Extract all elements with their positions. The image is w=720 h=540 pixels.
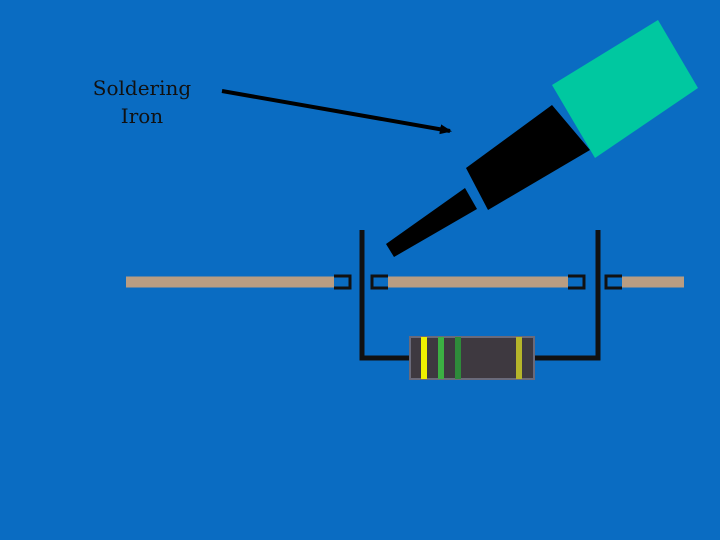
connector-right-start	[604, 274, 622, 290]
resistor-band-3	[455, 337, 461, 379]
connector-left-end	[334, 274, 352, 290]
resistor-body	[409, 336, 535, 380]
label-line-2: Iron	[120, 104, 164, 128]
connector-middle-start	[370, 274, 388, 290]
soldering-iron-label: Soldering Iron	[80, 74, 204, 130]
resistor-band-1	[421, 337, 427, 379]
pointer-arrow	[221, 89, 452, 135]
resistor-band-4	[516, 337, 522, 379]
resistor-band-2	[438, 337, 444, 379]
resistor-lead-right	[534, 230, 601, 361]
wire-connectors	[334, 274, 622, 290]
resistor-lead-left	[359, 230, 412, 361]
iron-handle	[552, 20, 698, 158]
soldering-iron-icon	[386, 20, 698, 257]
iron-tip	[386, 188, 477, 257]
connector-middle-end	[568, 274, 586, 290]
iron-body	[466, 105, 590, 210]
label-line-1: Soldering	[92, 76, 192, 100]
resistor-icon	[409, 336, 535, 380]
